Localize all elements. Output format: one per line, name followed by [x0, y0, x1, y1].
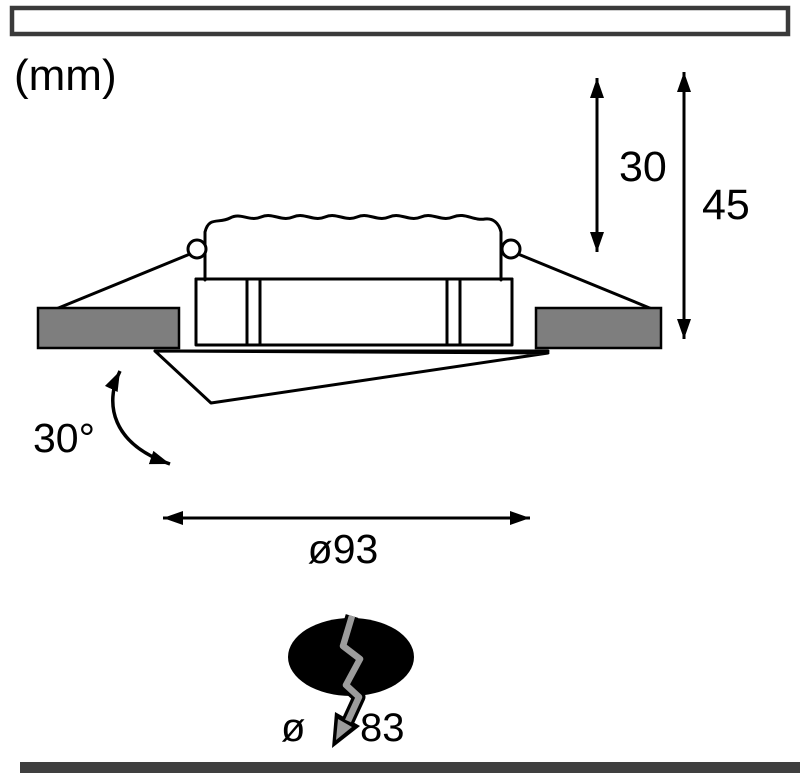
ceiling-bar [9, 5, 791, 37]
tilt-angle-label: 30° [33, 415, 95, 461]
bottom-strip [20, 762, 800, 773]
dim-label-recess-height: 30 [619, 143, 667, 191]
cutout-bolt-arrowhead [336, 719, 352, 740]
fixture-post-left [245, 277, 262, 347]
fixture-heatsink [203, 213, 503, 282]
cutout-diameter-value: 83 [360, 706, 405, 750]
trim-ring-tilted [153, 349, 550, 405]
pivot-left-icon [186, 238, 208, 260]
pivot-right-icon [500, 238, 522, 260]
tilt-arc-arrow [104, 370, 171, 466]
fixture-body [194, 277, 514, 347]
unit-label: (mm) [14, 51, 117, 100]
ceiling-cross-section-left [36, 306, 181, 350]
cutout-diameter-symbol: ø [281, 706, 305, 750]
ceiling-cross-section-right [534, 306, 663, 350]
dim-label-outer-diameter: ø93 [308, 526, 379, 572]
cutout-bolt-arrow [339, 615, 364, 723]
dim-label-total-height: 45 [702, 181, 750, 229]
spring-left [54, 252, 192, 311]
spring-right [516, 252, 654, 311]
fixture-post-right [445, 277, 462, 347]
